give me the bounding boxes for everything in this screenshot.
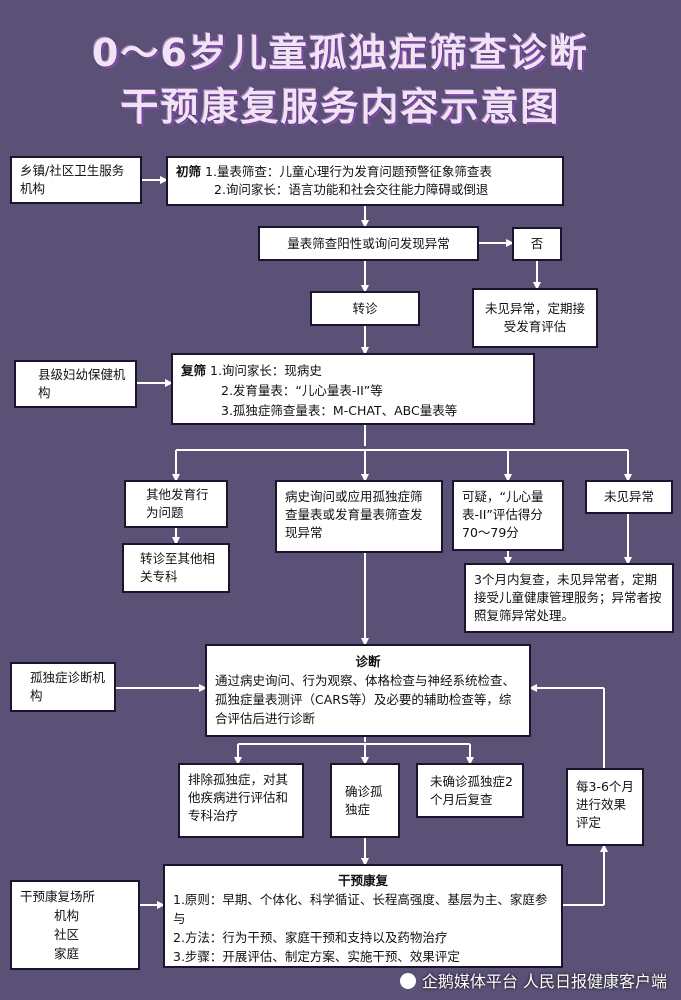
rescreen-line-3: 3.孤独症筛查量表：M-CHAT、ABC量表等	[221, 403, 458, 418]
rescreen-line-1: 1.询问家长：现病史	[210, 363, 322, 378]
intervention-box: 干预康复 1.原则：早期、个体化、科学循证、长程高强度、基层为主、家庭参与 2.…	[163, 864, 563, 968]
side-rehab-line-2: 机构	[54, 908, 80, 923]
normal-box: 未见异常	[585, 480, 673, 514]
intervention-line-1: 1.原则：早期、个体化、科学循证、长程高强度、基层为主、家庭参与	[173, 892, 548, 926]
positive-box: 量表筛查阳性或询问发现异常	[258, 226, 479, 261]
side-county: 县级妇幼保健机构	[14, 360, 137, 408]
initial-line-2: 2.询问家长：语言功能和社会交往能力障碍或倒退	[214, 182, 489, 197]
rescreen-box: 复筛 1.询问家长：现病史 2.发育量表：“儿心量表-II”等 3.孤独症筛查量…	[171, 353, 535, 425]
intervention-line-3: 3.步骤：开展评估、制定方案、实施干预、效果评定	[173, 949, 460, 964]
side-diagnosis-org: 孤独症诊断机构	[10, 662, 116, 712]
referral-box: 转诊	[310, 291, 420, 326]
initial-screening: 初筛 1.量表筛查：儿童心理行为发育问题预警征象筛查表 2.询问家长：语言功能和…	[166, 156, 564, 206]
watermark: 企鹅媒体平台 人民日报健康客户端	[399, 968, 667, 992]
diagnosis-box: 诊断 通过病史询问、行为观察、体格检查与神经系统检查、孤独症量表测评（CARS等…	[205, 644, 531, 737]
initial-line-1: 1.量表筛查：儿童心理行为发育问题预警征象筛查表	[205, 164, 492, 179]
confirmed-box: 确诊孤独症	[330, 763, 400, 838]
side-rehab-line-1: 干预康复场所	[20, 889, 96, 904]
side-rehab-line-4: 家庭	[54, 946, 80, 961]
intervention-line-2: 2.方法：行为干预、家庭干预和支持以及药物治疗	[173, 930, 448, 945]
exclude-box: 排除孤独症，对其他疾病进行评估和专科治疗	[178, 763, 304, 838]
title-line-2: 干预康复服务内容示意图	[120, 85, 561, 129]
no-result-box: 未见异常，定期接受发育评估	[472, 288, 598, 348]
intervention-label: 干预康复	[337, 873, 388, 888]
other-issue-box: 其他发育行为问题	[124, 480, 228, 528]
other-referral-box: 转诊至其他相关专科	[122, 543, 230, 593]
initial-label: 初筛	[176, 164, 202, 179]
history-box: 病史询问或应用孤独症筛查量表或发育量表筛查发现异常	[275, 480, 443, 553]
side-rehab: 干预康复场所 机构 社区 家庭	[10, 880, 140, 970]
rescreen-line-2: 2.发育量表：“儿心量表-II”等	[221, 383, 383, 398]
recheck-box: 3个月内复查，未见异常者，定期接受儿童健康管理服务；异常者按照复筛异常处理。	[464, 563, 674, 633]
unconfirmed-box: 未确诊孤独症2个月后复查	[416, 763, 524, 818]
diagnosis-text: 通过病史询问、行为观察、体格检查与神经系统检查、孤独症量表测评（CARS等）及必…	[215, 673, 516, 726]
evaluate-box: 每3-6个月进行效果评定	[566, 768, 644, 846]
side-town: 乡镇/社区卫生服务机构	[10, 156, 142, 204]
no-box: 否	[512, 227, 562, 261]
rescreen-label: 复筛	[181, 363, 207, 378]
penguin-icon	[399, 973, 416, 989]
title-line-1: 0～6岁儿童孤独症筛查诊断	[92, 31, 589, 75]
suspect-box: 可疑，“儿心量表-II”评估得分70～79分	[452, 480, 564, 551]
side-rehab-line-3: 社区	[54, 927, 80, 942]
diagnosis-label: 诊断	[355, 654, 381, 669]
watermark-text: 企鹅媒体平台 人民日报健康客户端	[421, 972, 667, 991]
